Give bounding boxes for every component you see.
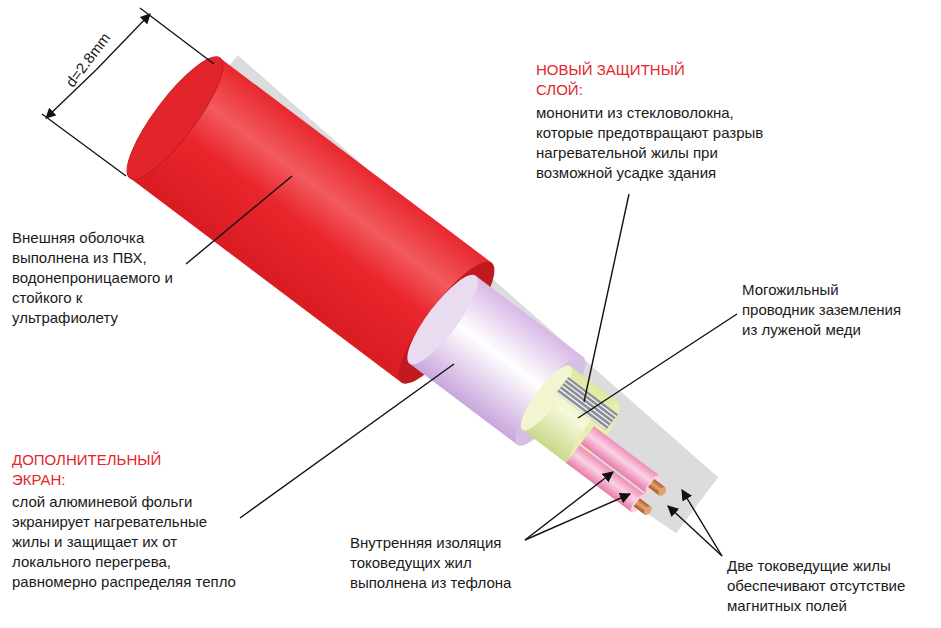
dimension-label: d=2.8mm <box>61 29 115 91</box>
callout-text: Две токоведущие жилы обеспечивают отсутс… <box>727 556 932 616</box>
leader-lines <box>186 176 737 556</box>
callout-text: Внешняя оболочка выполнена из ПВХ, водон… <box>12 228 190 328</box>
callout-heading: ДОПОЛНИТЕЛЬНЫЙ ЭКРАН: <box>12 450 187 490</box>
callout-text: слой алюминевой фольги экранирует нагрев… <box>12 492 240 592</box>
dimension-lines <box>42 8 214 176</box>
callout-heading: НОВЫЙ ЗАЩИТНЫЙ СЛОЙ: <box>536 60 706 100</box>
callout-text: Внутренняя изоляция токоведущих жил выпо… <box>350 533 528 593</box>
callout-text: Могожильный проводник заземления из луже… <box>742 280 902 340</box>
callout-text: мононити из стекловолокна, которые предо… <box>536 103 776 183</box>
